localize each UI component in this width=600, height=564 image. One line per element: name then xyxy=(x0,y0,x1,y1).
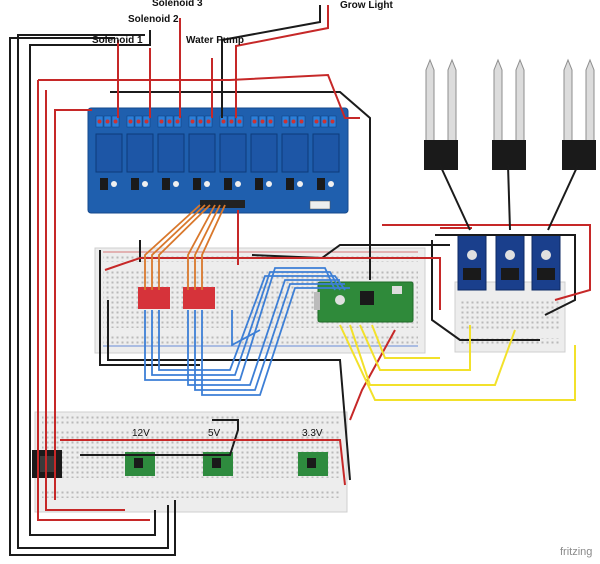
relay-transistor xyxy=(255,178,263,190)
sensor-prong xyxy=(563,58,573,151)
relay-led xyxy=(328,181,334,187)
sensor-prong xyxy=(447,58,457,151)
relay xyxy=(95,133,123,173)
level-shifter-right xyxy=(183,287,215,309)
sensor-potentiometer xyxy=(467,250,477,260)
terminal-screw xyxy=(113,119,118,124)
relay-transistor xyxy=(317,178,325,190)
raspberry-pi-pico xyxy=(314,281,414,323)
sensor-potentiometer xyxy=(541,250,551,260)
relay-transistor xyxy=(224,178,232,190)
terminal-screw xyxy=(175,119,180,124)
terminal-screw xyxy=(198,119,203,124)
label-5v: 5V xyxy=(208,428,221,439)
terminal-screw xyxy=(167,119,172,124)
label-solenoid-1: Solenoid 1 xyxy=(92,35,143,46)
relay xyxy=(219,133,247,173)
sensor-module xyxy=(495,234,525,291)
relay-transistor xyxy=(193,178,201,190)
wires-yellow xyxy=(339,324,576,401)
soil-moisture-sensors xyxy=(424,58,596,170)
relay-led xyxy=(173,181,179,187)
relay xyxy=(312,133,340,173)
sensor-potentiometer xyxy=(505,250,515,260)
label-solenoid-2: Solenoid 2 xyxy=(128,14,179,25)
label-solenoid-3: Solenoid 3 xyxy=(152,0,203,9)
sensor-prong xyxy=(585,58,595,151)
relay-led xyxy=(235,181,241,187)
terminal-screw xyxy=(299,119,304,124)
power-breadboard xyxy=(34,411,348,513)
label-12v: 12V xyxy=(132,428,150,439)
terminal-screw xyxy=(268,119,273,124)
terminal-screw xyxy=(237,119,242,124)
terminal-screw xyxy=(283,119,288,124)
relay-led xyxy=(142,181,148,187)
sensor-amplifier-modules xyxy=(457,234,561,291)
terminal-screw xyxy=(260,119,265,124)
relay-led xyxy=(297,181,303,187)
wires-orange xyxy=(144,204,226,290)
terminal-screw xyxy=(128,119,133,124)
sensor-prong xyxy=(425,58,435,151)
sensor-comparator xyxy=(501,268,519,280)
label-grow-light: Grow Light xyxy=(340,0,393,11)
terminal-screw xyxy=(229,119,234,124)
level-shifter-left xyxy=(138,287,170,309)
terminal-screw xyxy=(330,119,335,124)
relay xyxy=(281,133,309,173)
relay xyxy=(126,133,154,173)
relay-transistor xyxy=(286,178,294,190)
terminal-screw xyxy=(97,119,102,124)
label-3v3: 3.3V xyxy=(302,428,323,439)
terminal-screw xyxy=(252,119,257,124)
sensor-comparator xyxy=(537,268,555,280)
terminal-screw xyxy=(221,119,226,124)
relay-led xyxy=(204,181,210,187)
terminal-screw xyxy=(105,119,110,124)
terminal-screw xyxy=(144,119,149,124)
relay xyxy=(157,133,185,173)
sensor-prong xyxy=(515,58,525,151)
wires-red xyxy=(37,5,591,521)
wires-blue xyxy=(144,267,350,396)
relay xyxy=(250,133,278,173)
terminal-screw xyxy=(206,119,211,124)
sensor-probe-board xyxy=(562,140,596,170)
sensor-module xyxy=(457,234,487,291)
terminal-screw xyxy=(136,119,141,124)
relay-led xyxy=(111,181,117,187)
sensor-module xyxy=(531,234,561,291)
sensor-comparator xyxy=(463,268,481,280)
buck-converter-3v3 xyxy=(298,452,328,476)
terminal-screw xyxy=(159,119,164,124)
terminal-screw xyxy=(314,119,319,124)
relay-transistor xyxy=(100,178,108,190)
relay-board xyxy=(87,107,349,214)
relay-transistor xyxy=(162,178,170,190)
sensor-prong xyxy=(493,58,503,151)
relay-led xyxy=(266,181,272,187)
label-water-pump: Water Pump xyxy=(186,35,244,46)
terminal-screw xyxy=(291,119,296,124)
wires-black xyxy=(9,5,576,556)
terminal-screw xyxy=(190,119,195,124)
fritzing-logo: fritzing xyxy=(560,546,593,558)
relay-transistor xyxy=(131,178,139,190)
sensor-signal-wires xyxy=(439,164,579,231)
relay xyxy=(188,133,216,173)
terminal-screw xyxy=(322,119,327,124)
